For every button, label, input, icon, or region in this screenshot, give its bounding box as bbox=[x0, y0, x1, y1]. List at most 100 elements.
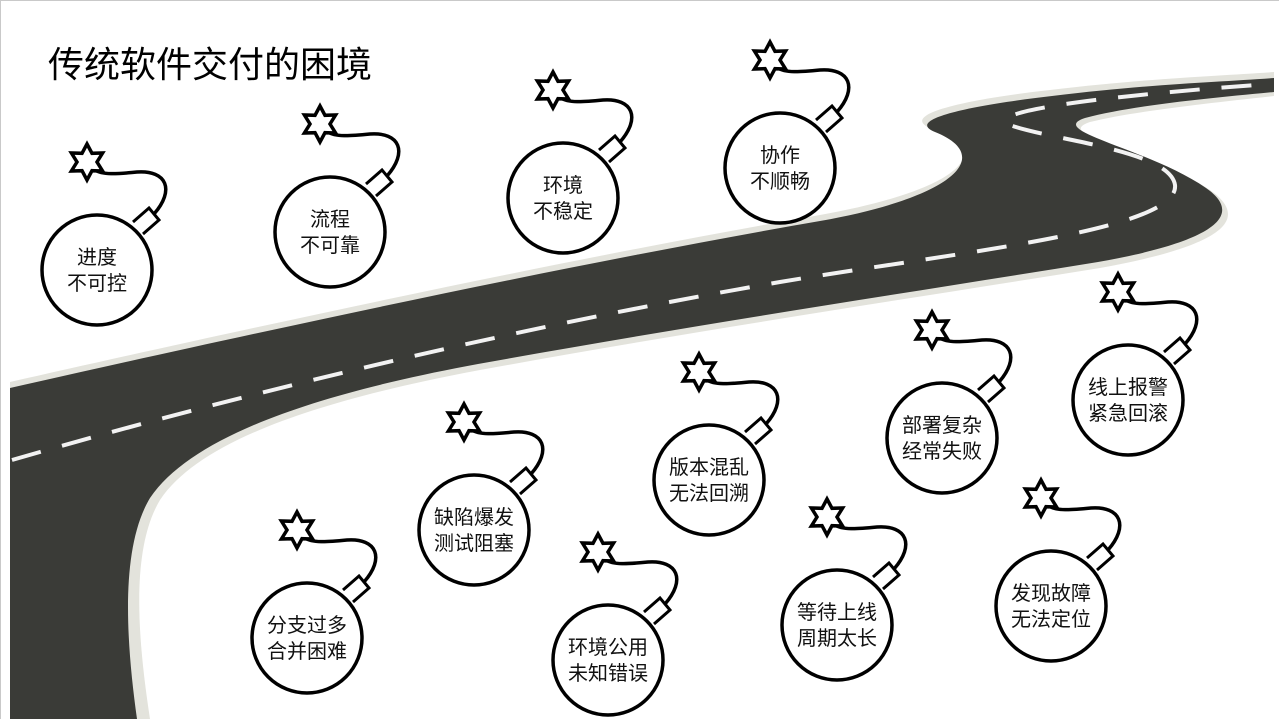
bomb-label: 部署复杂经常失败 bbox=[887, 412, 997, 464]
bomb-label-line1: 版本混乱 bbox=[669, 455, 749, 479]
bomb-body bbox=[506, 141, 620, 255]
slide-top-border bbox=[0, 0, 1279, 1]
bomb-fuse bbox=[705, 378, 780, 426]
bomb-fuse bbox=[93, 168, 168, 216]
bomb-fuse bbox=[326, 130, 401, 178]
bomb-label-line2: 合并困难 bbox=[267, 639, 347, 663]
bomb-label: 协作不顺畅 bbox=[725, 142, 835, 194]
spark-icon bbox=[1022, 476, 1060, 520]
bomb-label-line1: 分支过多 bbox=[267, 613, 347, 637]
bomb-label: 环境公用未知错误 bbox=[553, 634, 663, 686]
bomb-label-line1: 环境公用 bbox=[568, 635, 648, 659]
bomb-label: 环境不稳定 bbox=[508, 172, 618, 224]
bomb-env-shared: 环境公用未知错误 bbox=[528, 530, 688, 717]
road-asphalt bbox=[10, 78, 1274, 719]
bomb-label-line2: 无法定位 bbox=[1011, 607, 1091, 631]
bomb-environment: 环境不稳定 bbox=[483, 68, 643, 255]
bomb-label: 流程不可靠 bbox=[275, 206, 385, 258]
spark-icon bbox=[913, 308, 951, 352]
bomb-fuse bbox=[776, 66, 851, 114]
bomb-icon bbox=[417, 400, 545, 587]
bomb-label-line2: 经常失败 bbox=[902, 439, 982, 463]
bomb-body bbox=[780, 568, 894, 682]
bomb-body bbox=[723, 111, 837, 225]
spark-icon bbox=[680, 350, 718, 394]
spark-icon bbox=[808, 495, 846, 539]
bomb-label-line2: 不稳定 bbox=[533, 199, 593, 223]
bomb-label-line1: 缺陷爆发 bbox=[434, 505, 514, 529]
bomb-version: 版本混乱无法回溯 bbox=[629, 350, 789, 537]
bomb-label-line1: 线上报警 bbox=[1088, 375, 1168, 399]
bomb-label: 分支过多合并困难 bbox=[252, 612, 362, 664]
bomb-icon bbox=[1071, 270, 1199, 457]
spark-icon bbox=[1099, 270, 1137, 314]
bomb-label-line2: 不顺畅 bbox=[750, 169, 810, 193]
bomb-collaboration: 协作不顺畅 bbox=[700, 38, 860, 225]
bomb-body bbox=[994, 549, 1108, 663]
bomb-fuse bbox=[470, 428, 545, 476]
bomb-body bbox=[1071, 343, 1185, 457]
bomb-label-line2: 未知错误 bbox=[568, 661, 648, 685]
bomb-waiting: 等待上线周期太长 bbox=[757, 495, 917, 682]
bomb-label: 版本混乱无法回溯 bbox=[654, 454, 764, 506]
bomb-icon bbox=[994, 476, 1122, 663]
bomb-label: 等待上线周期太长 bbox=[782, 599, 892, 651]
spark-icon bbox=[579, 530, 617, 574]
bomb-label: 发现故障无法定位 bbox=[996, 580, 1106, 632]
bomb-fault: 发现故障无法定位 bbox=[971, 476, 1131, 663]
bomb-body bbox=[417, 473, 531, 587]
bomb-body bbox=[885, 381, 999, 495]
bomb-label-line1: 流程 bbox=[310, 207, 350, 231]
bomb-label: 缺陷爆发测试阻塞 bbox=[419, 504, 529, 556]
bomb-fuse bbox=[1124, 298, 1199, 346]
spark-icon bbox=[445, 400, 483, 444]
bomb-icon bbox=[652, 350, 780, 537]
page-title: 传统软件交付的困境 bbox=[48, 45, 373, 86]
bomb-defect: 缺陷爆发测试阻塞 bbox=[394, 400, 554, 587]
bomb-icon bbox=[273, 102, 401, 289]
bomb-icon bbox=[885, 308, 1013, 495]
bomb-label: 线上报警紧急回滚 bbox=[1073, 374, 1183, 426]
bomb-fuse bbox=[938, 336, 1013, 384]
bomb-rollback: 线上报警紧急回滚 bbox=[1048, 270, 1208, 457]
bomb-body bbox=[40, 213, 154, 327]
bomb-body bbox=[273, 175, 387, 289]
bomb-body bbox=[250, 581, 364, 695]
lane-marking bbox=[11, 82, 1271, 462]
bomb-icon bbox=[780, 495, 908, 682]
bomb-icon bbox=[40, 140, 168, 327]
bomb-icon bbox=[723, 38, 851, 225]
bomb-label-line1: 进度 bbox=[77, 245, 117, 269]
spark-icon bbox=[534, 68, 572, 112]
bomb-deploy: 部署复杂经常失败 bbox=[862, 308, 1022, 495]
bomb-branch: 分支过多合并困难 bbox=[227, 508, 387, 695]
bomb-label-line1: 发现故障 bbox=[1011, 581, 1091, 605]
bomb-fuse bbox=[833, 523, 908, 571]
bomb-fuse bbox=[604, 558, 679, 606]
bomb-label: 进度不可控 bbox=[42, 244, 152, 296]
bomb-icon bbox=[250, 508, 378, 695]
bomb-label-line2: 不可控 bbox=[67, 271, 127, 295]
bomb-label-line1: 协作 bbox=[760, 143, 800, 167]
bomb-label-line2: 无法回溯 bbox=[669, 481, 749, 505]
bomb-icon bbox=[551, 530, 679, 717]
bomb-label-line2: 不可靠 bbox=[300, 233, 360, 257]
bomb-label-line1: 等待上线 bbox=[797, 600, 877, 624]
bomb-label-line2: 测试阻塞 bbox=[434, 531, 514, 555]
bomb-body bbox=[652, 423, 766, 537]
bomb-icon bbox=[506, 68, 634, 255]
bomb-progress: 进度不可控 bbox=[17, 140, 177, 327]
bomb-label-line1: 部署复杂 bbox=[902, 413, 982, 437]
slide-left-border bbox=[0, 0, 1, 719]
bomb-body bbox=[551, 603, 665, 717]
spark-icon bbox=[278, 508, 316, 552]
bomb-fuse bbox=[1047, 504, 1122, 552]
spark-icon bbox=[301, 102, 339, 146]
bomb-process: 流程不可靠 bbox=[250, 102, 410, 289]
bomb-fuse bbox=[559, 96, 634, 144]
bomb-label-line2: 周期太长 bbox=[797, 626, 877, 650]
spark-icon bbox=[68, 140, 106, 184]
bomb-label-line1: 环境 bbox=[543, 173, 583, 197]
